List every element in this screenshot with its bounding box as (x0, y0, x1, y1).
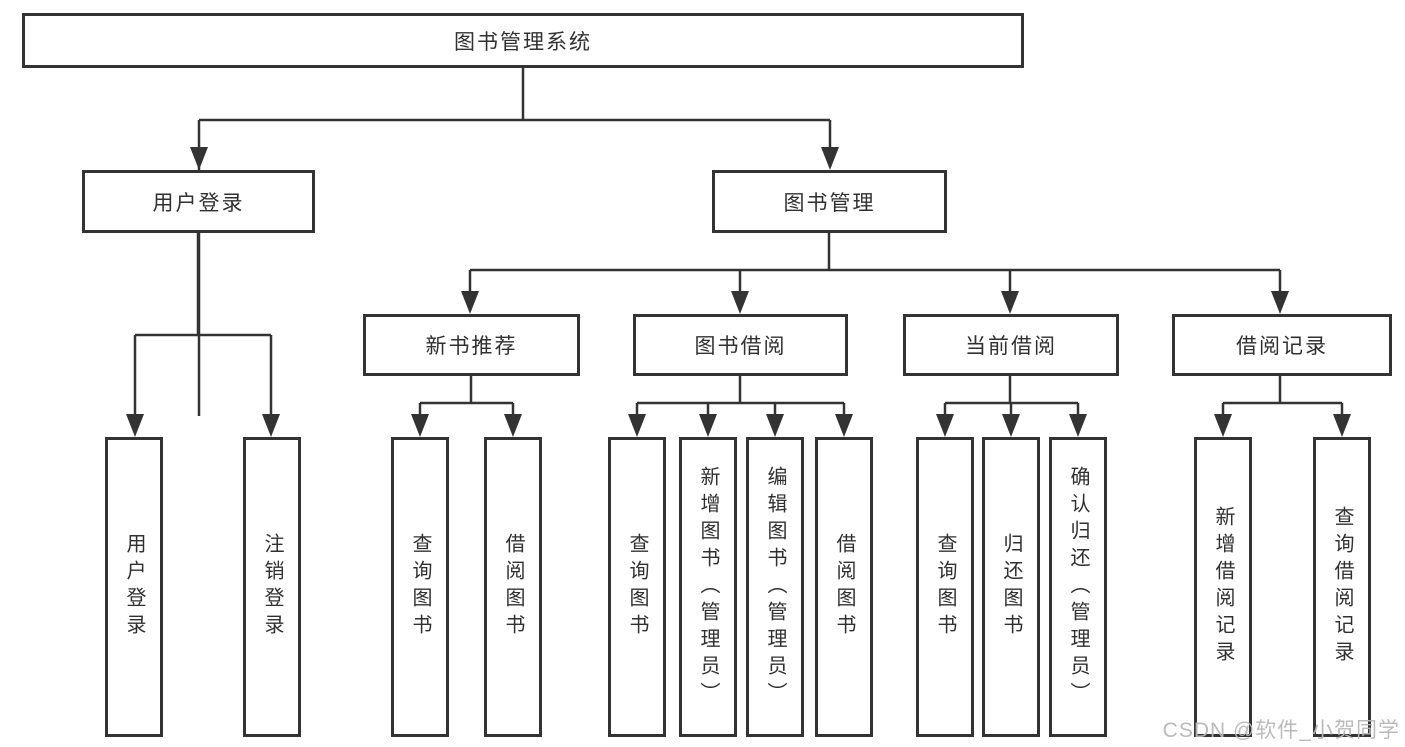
leaf-query-books-current-label: 查询图书 (934, 533, 956, 641)
leaf-return-book: 归还图书 (982, 437, 1040, 737)
leaf-add-book-admin-label: 新增图书（管理员） (697, 465, 719, 709)
node-new-book-recommendation: 新书推荐 (363, 314, 580, 376)
leaf-query-borrow-record-label: 查询借阅记录 (1331, 506, 1353, 668)
leaf-query-books-borrowing: 查询图书 (608, 437, 666, 737)
leaf-query-books-recommend-label: 查询图书 (409, 533, 431, 641)
leaf-query-books-borrowing-label: 查询图书 (626, 533, 648, 641)
leaf-confirm-return-admin: 确认归还（管理员） (1049, 437, 1107, 737)
node-book-borrowing: 图书借阅 (633, 314, 848, 376)
leaf-logout: 注销登录 (243, 437, 301, 737)
node-borrowing-records: 借阅记录 (1172, 314, 1392, 376)
csdn-watermark: CSDN @软件_小贺同学 (1162, 719, 1400, 742)
leaf-add-borrow-record-label: 新增借阅记录 (1212, 506, 1234, 668)
leaf-user-login: 用户登录 (105, 437, 163, 737)
node-borrowing-records-label: 借阅记录 (1236, 335, 1328, 358)
node-user-login-label: 用户登录 (152, 191, 245, 215)
node-current-borrowing: 当前借阅 (903, 314, 1119, 376)
leaf-borrow-books-recommend: 借阅图书 (484, 437, 542, 737)
leaf-user-login-label: 用户登录 (123, 533, 145, 641)
leaf-add-borrow-record: 新增借阅记录 (1194, 437, 1252, 737)
leaf-confirm-return-admin-label: 确认归还（管理员） (1067, 465, 1089, 709)
leaf-edit-book-admin: 编辑图书（管理员） (746, 437, 804, 737)
node-book-borrowing-label: 图书借阅 (694, 335, 787, 358)
leaf-query-borrow-record: 查询借阅记录 (1313, 437, 1371, 737)
leaf-logout-label: 注销登录 (261, 533, 283, 641)
node-root-label: 图书管理系统 (454, 30, 592, 54)
leaf-borrow-books: 借阅图书 (815, 437, 873, 737)
leaf-query-books-current: 查询图书 (916, 437, 974, 737)
node-current-borrowing-label: 当前借阅 (965, 335, 1057, 358)
node-book-management: 图书管理 (712, 170, 947, 233)
node-user-login: 用户登录 (82, 170, 315, 233)
leaf-add-book-admin: 新增图书（管理员） (679, 437, 737, 737)
leaf-borrow-books-label: 借阅图书 (833, 533, 855, 641)
leaf-query-books-recommend: 查询图书 (391, 437, 449, 737)
node-book-management-label: 图书管理 (783, 191, 876, 215)
node-root: 图书管理系统 (22, 13, 1024, 68)
node-new-book-recommendation-label: 新书推荐 (425, 335, 518, 358)
leaf-borrow-books-recommend-label: 借阅图书 (502, 533, 524, 641)
leaf-edit-book-admin-label: 编辑图书（管理员） (764, 465, 786, 709)
leaf-return-book-label: 归还图书 (1000, 533, 1022, 641)
